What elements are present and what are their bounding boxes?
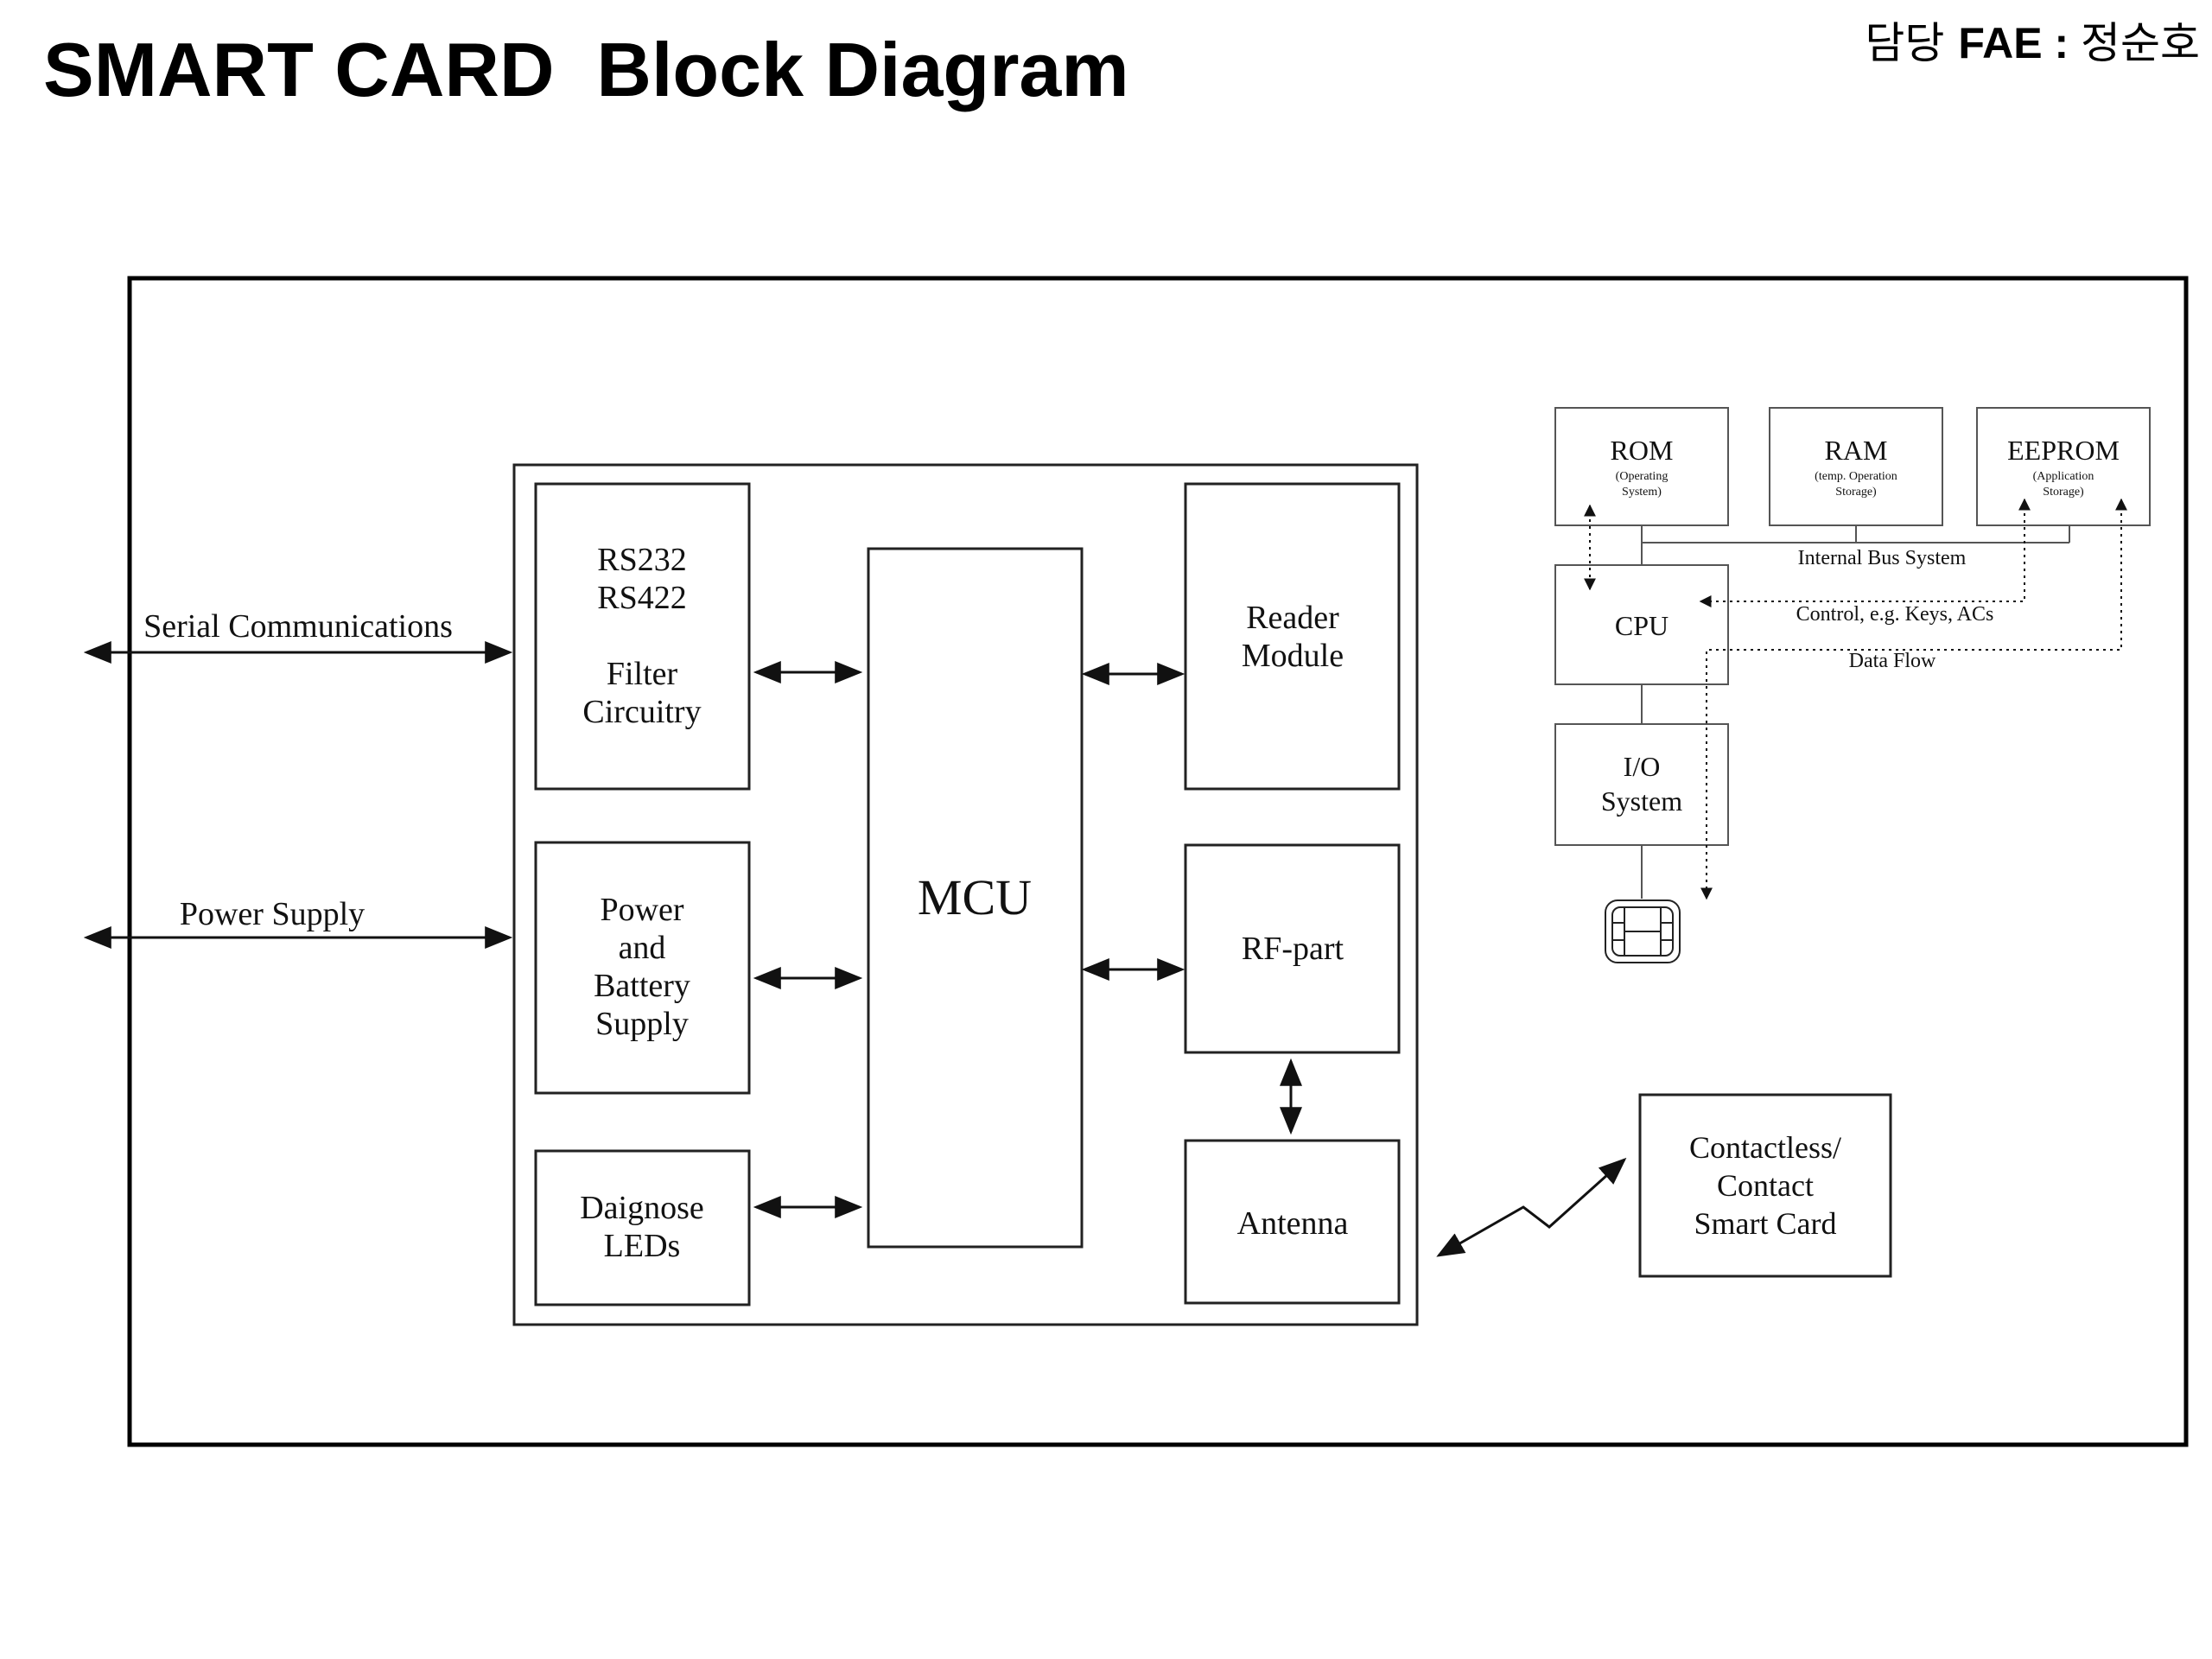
serial-communications-arrow: Serial Communications bbox=[83, 608, 513, 664]
filter-circuitry-block: RS232 RS422 Filter Circuitry bbox=[534, 482, 751, 791]
ram-sub-1: (temp. Operation bbox=[1815, 470, 1897, 483]
reader-board bbox=[512, 463, 1419, 1326]
eeprom-sub-1: (Application bbox=[2033, 470, 2094, 483]
power-line-4: Supply bbox=[595, 1006, 689, 1042]
cpu-label: CPU bbox=[1615, 610, 1669, 641]
io-line-2: System bbox=[1601, 785, 1682, 817]
filter-line-4: Filter bbox=[607, 656, 678, 692]
rf-label: RF-part bbox=[1242, 931, 1344, 967]
rom-sub-2: System) bbox=[1622, 486, 1662, 499]
rf-part-block: RF-part bbox=[1184, 843, 1401, 1054]
card-line-2: Contact bbox=[1717, 1168, 1814, 1203]
io-system-block: I/O System bbox=[1554, 723, 1729, 846]
reader-module-block: Reader Module bbox=[1184, 482, 1401, 791]
power-supply-label: Power Supply bbox=[180, 896, 365, 932]
dataflow-label: Data Flow bbox=[1849, 650, 1936, 672]
reader-line-2: Module bbox=[1242, 638, 1344, 674]
leds-line-2: LEDs bbox=[604, 1228, 681, 1264]
ram-sub-2: Storage) bbox=[1835, 486, 1877, 499]
smart-card-block: Contactless/ Contact Smart Card bbox=[1638, 1093, 1892, 1278]
power-supply-arrow: Power Supply bbox=[83, 896, 513, 949]
eeprom-block: EEPROM (Application Storage) bbox=[1976, 407, 2151, 526]
outer-frame bbox=[127, 276, 2189, 1447]
fae-name: 정순호 bbox=[2081, 18, 2200, 68]
eeprom-title: EEPROM bbox=[2007, 435, 2120, 466]
wireless-link bbox=[1436, 1157, 1627, 1257]
power-line-3: Battery bbox=[594, 968, 690, 1004]
filter-line-2: RS422 bbox=[597, 580, 686, 616]
page-title: SMART CARD Block Diagram bbox=[43, 27, 1129, 112]
card-line-1: Contactless/ bbox=[1689, 1130, 1841, 1165]
internal-bus-label: Internal Bus System bbox=[1798, 547, 1967, 569]
power-battery-block: Power and Battery Supply bbox=[534, 841, 751, 1095]
rom-title: ROM bbox=[1611, 435, 1674, 466]
power-line-2: and bbox=[619, 930, 666, 966]
ram-block: RAM (temp. Operation Storage) bbox=[1769, 407, 1943, 526]
ram-title: RAM bbox=[1825, 435, 1888, 466]
card-line-3: Smart Card bbox=[1694, 1206, 1837, 1241]
filter-line-1: RS232 bbox=[597, 542, 686, 578]
mcu-block: MCU bbox=[867, 547, 1084, 1249]
fae-contact: 담당 FAE : 정순호 bbox=[1865, 9, 2200, 71]
mcu-label: MCU bbox=[918, 869, 1032, 925]
antenna-block: Antenna bbox=[1184, 1139, 1401, 1305]
chip-architecture: ROM (Operating System) RAM (temp. Operat… bbox=[1554, 407, 2151, 963]
diagnose-leds-block: Daignose LEDs bbox=[534, 1149, 751, 1306]
fae-role: FAE : bbox=[1958, 19, 2081, 67]
io-line-1: I/O bbox=[1624, 751, 1661, 782]
cpu-block: CPU bbox=[1554, 564, 1729, 685]
contact-chip-icon bbox=[1605, 899, 1681, 963]
fae-prefix: 담당 bbox=[1865, 18, 1959, 68]
eeprom-sub-2: Storage) bbox=[2043, 486, 2084, 499]
power-line-1: Power bbox=[600, 892, 683, 928]
leds-line-1: Daignose bbox=[580, 1190, 704, 1226]
antenna-label: Antenna bbox=[1237, 1205, 1349, 1242]
rom-block: ROM (Operating System) bbox=[1554, 407, 1729, 526]
serial-communications-label: Serial Communications bbox=[143, 608, 453, 645]
filter-line-5: Circuitry bbox=[582, 694, 701, 730]
rom-sub-1: (Operating bbox=[1616, 470, 1669, 483]
control-label: Control, e.g. Keys, ACs bbox=[1796, 603, 1994, 626]
reader-line-1: Reader bbox=[1246, 600, 1339, 636]
